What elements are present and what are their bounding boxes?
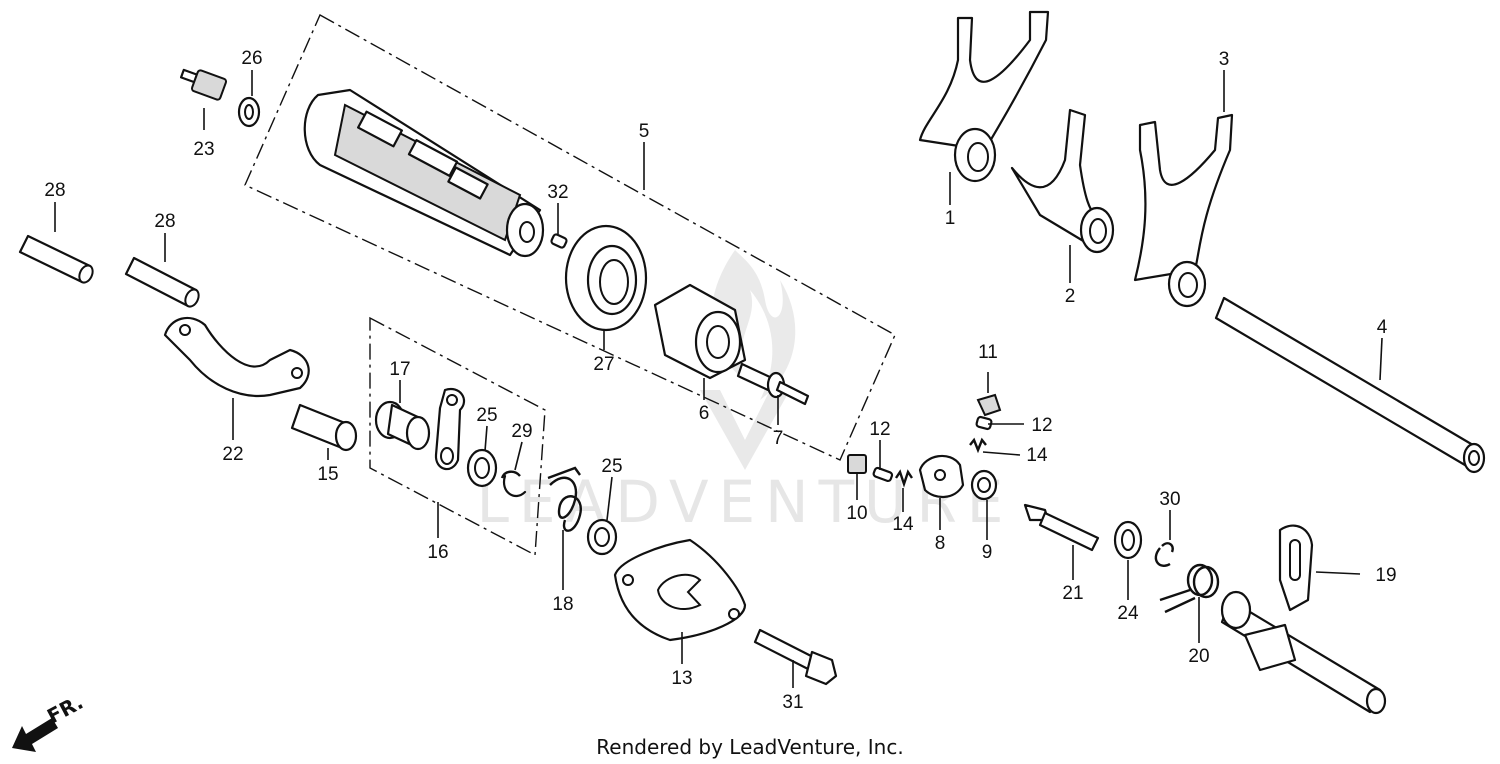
shift-spindle-part-19	[1220, 524, 1387, 715]
pin-part-12-upper	[975, 415, 993, 431]
pin-part-28-right	[124, 256, 200, 308]
callout-25-left: 25	[476, 405, 497, 426]
callout-8: 8	[935, 533, 946, 554]
callout-3: 3	[1219, 49, 1230, 70]
callout-10: 10	[846, 503, 867, 524]
shift-drum-part-5	[303, 88, 545, 258]
plate-part-13	[613, 538, 747, 642]
callout-31: 31	[782, 692, 803, 713]
shift-drum-center-part-6	[653, 283, 747, 380]
pin-part-28-left	[18, 234, 94, 284]
callout-23: 23	[193, 139, 214, 160]
callout-25-right: 25	[601, 456, 622, 477]
washer-part-25-right	[586, 518, 618, 556]
group-box-drum-assembly	[244, 14, 896, 461]
callout-14-upper: 14	[1026, 445, 1048, 466]
roller-part-10	[847, 454, 867, 474]
callout-20: 20	[1188, 646, 1209, 667]
bolt-part-31	[753, 628, 838, 686]
callout-18: 18	[552, 594, 573, 615]
collar-part-15	[290, 403, 358, 452]
spring-part-14-lower	[895, 469, 913, 488]
shift-fork-part-1	[918, 10, 1050, 183]
callout-26: 26	[241, 48, 262, 69]
washer-part-26	[237, 96, 261, 128]
leader-lines	[54, 70, 1383, 688]
stopper-arm	[434, 387, 466, 471]
circlip-part-30	[1154, 542, 1174, 567]
group-box-stopper-assembly	[369, 316, 546, 557]
callout-2: 2	[1065, 286, 1076, 307]
fork-shaft-part-4	[1214, 296, 1486, 474]
callout-6: 6	[699, 403, 710, 424]
callout-19: 19	[1375, 565, 1396, 586]
circlip-part-29	[500, 470, 527, 498]
neutral-switch-part-23	[179, 68, 228, 101]
callout-21: 21	[1062, 583, 1083, 604]
spring-part-14-upper	[969, 437, 987, 454]
bolt-part-7	[736, 362, 810, 406]
bearing-part-27	[564, 224, 648, 332]
callout-22: 22	[222, 444, 243, 465]
callout-15: 15	[317, 464, 338, 485]
callout-labels: 28 28 23 26 5 32 27 6 7 1 2 3 4 22 15 17…	[44, 48, 1396, 713]
washer-part-25-left	[466, 448, 498, 488]
collar-part-9	[970, 469, 998, 501]
callout-16: 16	[427, 542, 448, 563]
spring-part-20	[1159, 563, 1220, 614]
pin-part-32	[550, 233, 568, 249]
callout-14-lower: 14	[892, 514, 914, 535]
pin-part-12-lower	[872, 466, 894, 483]
callout-12-lower: 12	[869, 419, 890, 440]
callout-9: 9	[982, 542, 993, 563]
callout-7: 7	[773, 428, 784, 449]
spring-part-18	[547, 466, 582, 532]
callout-32: 32	[547, 182, 568, 203]
shift-fork-part-2	[1010, 108, 1115, 254]
callout-27: 27	[593, 354, 614, 375]
callout-4: 4	[1377, 317, 1388, 338]
front-direction-arrow-icon	[12, 718, 58, 752]
pin-part-21	[1023, 503, 1100, 552]
callout-28-right: 28	[154, 211, 175, 232]
callout-12-upper: 12	[1031, 415, 1052, 436]
plate-part-22	[163, 316, 310, 398]
callout-28-left: 28	[44, 180, 65, 201]
roller-part-11	[976, 393, 1002, 417]
callout-30: 30	[1159, 489, 1180, 510]
callout-11: 11	[978, 342, 998, 363]
collar-part-17	[374, 400, 431, 451]
stopper-plate-part-8	[918, 454, 965, 498]
callout-1: 1	[945, 208, 956, 229]
washer-part-24	[1113, 520, 1143, 560]
render-credit: Rendered by LeadVenture, Inc.	[596, 735, 903, 759]
callout-24: 24	[1117, 603, 1139, 624]
callout-13: 13	[671, 668, 692, 689]
shift-fork-part-3	[1133, 113, 1234, 308]
callout-29: 29	[511, 421, 532, 442]
callout-17: 17	[389, 359, 410, 380]
callout-5: 5	[639, 121, 650, 142]
